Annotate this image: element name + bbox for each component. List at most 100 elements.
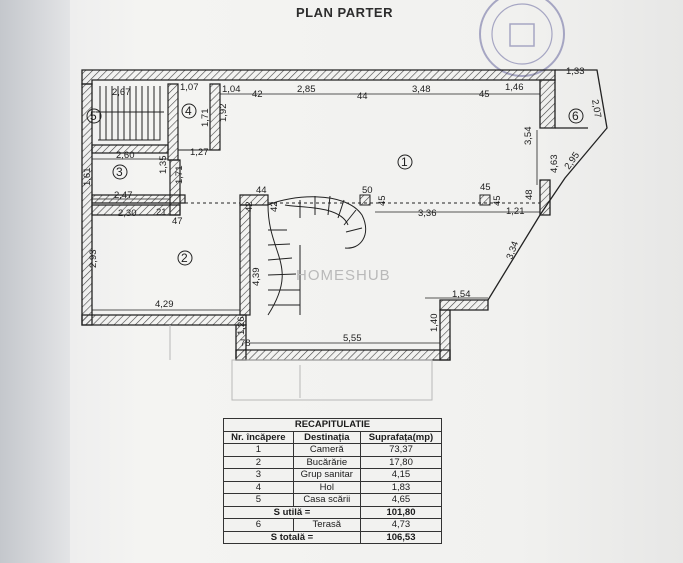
svg-text:1: 1 <box>401 155 408 169</box>
svg-text:44: 44 <box>256 185 267 196</box>
svg-text:50: 50 <box>362 185 373 196</box>
svg-text:45: 45 <box>377 195 388 206</box>
svg-text:4,29: 4,29 <box>155 299 174 310</box>
table-row: 1 Cameră 73,37 <box>223 443 443 457</box>
cell-dest: Casa scării <box>292 493 361 507</box>
stairs-room-5 <box>96 86 164 141</box>
cell-nr: 6 <box>223 518 294 532</box>
cell-nr: 2 <box>223 455 294 469</box>
cell-area: 4,15 <box>359 468 443 482</box>
cadastre-stamp <box>479 0 565 77</box>
svg-text:42: 42 <box>269 201 280 212</box>
total-area-value: 106,53 <box>359 530 443 544</box>
svg-text:48: 48 <box>524 189 535 200</box>
terrace-outline <box>487 69 608 301</box>
svg-text:3,54: 3,54 <box>523 127 534 146</box>
svg-text:44: 44 <box>357 91 368 102</box>
svg-text:4,63: 4,63 <box>549 155 560 174</box>
svg-text:45: 45 <box>479 89 490 100</box>
total-area-label: S totală = <box>223 530 361 544</box>
svg-text:2,47: 2,47 <box>114 190 133 201</box>
table-row: 3 Grup sanitar 4,15 <box>223 468 443 482</box>
svg-text:1,04: 1,04 <box>222 84 241 95</box>
cell-area: 17,80 <box>359 455 443 469</box>
cell-area: 4,65 <box>359 493 443 507</box>
watermark: HOMESHUB <box>296 267 391 284</box>
cell-area: 1,83 <box>359 480 443 494</box>
svg-text:4,39: 4,39 <box>251 268 262 287</box>
svg-text:1,71: 1,71 <box>174 166 185 185</box>
svg-text:2,07: 2,07 <box>589 99 603 119</box>
header-room-number: Nr. încăpere <box>223 430 294 444</box>
svg-text:1,21: 1,21 <box>506 206 525 217</box>
svg-text:1,35: 1,35 <box>158 156 169 175</box>
svg-text:1,61: 1,61 <box>82 168 93 187</box>
svg-text:1,92: 1,92 <box>218 104 229 123</box>
svg-text:2,85: 2,85 <box>297 84 316 95</box>
total-area-row: S totală = 106,53 <box>223 530 443 544</box>
header-area: Suprafața(mp) <box>359 430 443 444</box>
spiral-staircase <box>267 195 367 316</box>
svg-text:21: 21 <box>156 207 167 218</box>
recap-table: RECAPITULATIE Nr. încăpere Destinația Su… <box>223 418 443 544</box>
usable-area-row: S utilă = 101,80 <box>223 505 443 519</box>
svg-text:47: 47 <box>172 216 183 227</box>
svg-text:1,26: 1,26 <box>236 317 247 336</box>
table-row: 2 Bucărărie 17,80 <box>223 455 443 469</box>
svg-text:1,33: 1,33 <box>566 66 585 77</box>
svg-text:5: 5 <box>90 109 97 123</box>
cell-nr: 5 <box>223 493 294 507</box>
svg-text:1,71: 1,71 <box>200 109 211 128</box>
svg-text:78: 78 <box>240 338 251 349</box>
recap-caption: RECAPITULATIE <box>223 418 442 432</box>
dimension-lines <box>92 93 540 344</box>
cell-nr: 1 <box>223 443 294 457</box>
usable-area-label: S utilă = <box>223 505 361 519</box>
svg-text:45: 45 <box>480 182 491 193</box>
room-labels: 1 2 3 4 5 6 <box>86 103 584 266</box>
svg-text:1,46: 1,46 <box>505 82 524 93</box>
cell-dest: Cameră <box>292 443 361 457</box>
cell-dest: Hol <box>292 480 361 494</box>
svg-text:42: 42 <box>252 89 263 100</box>
ghost-lines <box>169 325 433 401</box>
cell-dest: Bucărărie <box>292 455 361 469</box>
svg-text:1,40: 1,40 <box>429 314 440 333</box>
svg-text:4: 4 <box>185 104 192 118</box>
table-row: 6 Terasă 4,73 <box>223 518 443 532</box>
page-fold-shadow <box>0 0 70 563</box>
svg-text:3,48: 3,48 <box>412 84 431 95</box>
svg-text:6: 6 <box>572 109 579 123</box>
usable-area-value: 101,80 <box>359 505 443 519</box>
svg-text:1,54: 1,54 <box>452 289 471 300</box>
svg-text:2: 2 <box>181 251 188 265</box>
pillars <box>359 194 491 206</box>
cell-area: 4,73 <box>359 518 443 532</box>
recap-header-row: Nr. încăpere Destinația Suprafața(mp) <box>223 430 443 444</box>
plan-title: PLAN PARTER <box>296 5 393 20</box>
cell-area: 73,37 <box>359 443 443 457</box>
header-destination: Destinația <box>292 430 361 444</box>
table-row: 5 Casa scării 4,65 <box>223 493 443 507</box>
svg-text:2,30: 2,30 <box>118 208 137 219</box>
svg-text:1,27: 1,27 <box>190 147 209 158</box>
svg-text:3: 3 <box>116 165 123 179</box>
svg-text:3,34: 3,34 <box>504 240 521 261</box>
interior-walls <box>91 83 269 316</box>
dimension-labels: 2,67 1,07 1,04 42 2,85 44 3,48 45 1,46 1… <box>82 66 603 349</box>
cell-dest: Terasă <box>292 518 361 532</box>
exterior-walls <box>81 69 556 361</box>
cell-nr: 4 <box>223 480 294 494</box>
cell-nr: 3 <box>223 468 294 482</box>
cell-dest: Grup sanitar <box>292 468 361 482</box>
svg-text:2,60: 2,60 <box>116 150 135 161</box>
svg-text:2,93: 2,93 <box>88 250 99 269</box>
svg-text:1,07: 1,07 <box>180 82 199 93</box>
table-row: 4 Hol 1,83 <box>223 480 443 494</box>
svg-text:5,55: 5,55 <box>343 333 362 344</box>
svg-text:42: 42 <box>244 201 255 212</box>
svg-text:3,36: 3,36 <box>418 208 437 219</box>
svg-text:45: 45 <box>492 195 503 206</box>
svg-text:2,67: 2,67 <box>112 87 131 98</box>
